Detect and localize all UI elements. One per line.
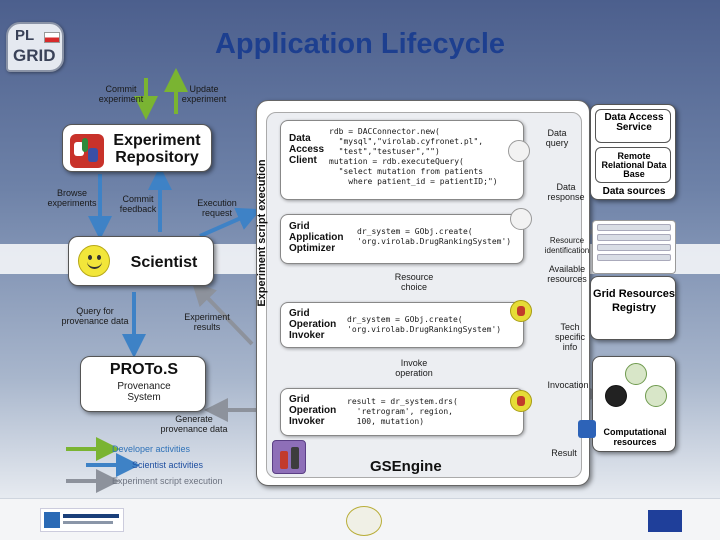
resource-node-icon [625, 363, 647, 385]
grid-resources-registry-box[interactable]: Grid Resources Registry [590, 276, 676, 340]
data-access-service-label: Data Access Service [604, 112, 664, 133]
code-line: "select mutation from patients [329, 167, 484, 176]
code-line: 'org.virolab.DrugRankingSystem') [357, 237, 512, 246]
stage-grid-operation-invoker[interactable]: Grid Operation Invoker dr_system = GObj.… [280, 302, 524, 348]
scientist-label: Scientist [130, 254, 198, 271]
eu-flag-logo [648, 510, 682, 532]
experiment-script-execution-label-wrapper: Experiment script execution [252, 118, 278, 348]
cyfronet-logo [346, 506, 382, 536]
label-data-query: Data query [545, 128, 569, 148]
grid-resources-registry-label: Grid Resources Registry [593, 288, 675, 314]
stage-title: Grid Operation Invoker [289, 308, 337, 341]
label-tech-specific-info: Tech specific info [554, 322, 585, 352]
label-result: Result [551, 448, 577, 458]
experiment-tools-icon [70, 134, 104, 168]
code-line: mutation = rdb.executeQuery( [329, 157, 464, 166]
execution-request-arrow [199, 207, 261, 238]
legend-scientist: Scientist activities [132, 460, 204, 470]
code-line: "mysql","virolab.cyfronet.pl", [329, 137, 484, 146]
label-generate-provenance: Generate provenance data [160, 414, 228, 434]
code-line: result = dr_system.drs( [347, 397, 458, 406]
optimizer-icon [510, 208, 532, 230]
experiment-results-arrow [191, 281, 254, 346]
stage-title: Grid Operation Invoker [289, 394, 337, 427]
innovative-economy-logo [40, 508, 124, 532]
data-sources-label: Data sources [602, 186, 666, 197]
code-line: dr_system = GObj.create( [357, 227, 473, 236]
data-client-icon [508, 140, 530, 162]
invoker-result-icon [510, 390, 532, 412]
code-line: 100, mutation) [347, 417, 425, 426]
code-line: "test","testuser","") [329, 147, 440, 156]
polish-flag-icon [44, 32, 60, 43]
code-line: 'retrogram', region, [347, 407, 453, 416]
label-invocation: Invocation [547, 380, 589, 390]
label-data-response: Data response [547, 182, 585, 202]
label-invoke-operation: Invoke operation [395, 358, 433, 378]
invoker-icon [510, 300, 532, 322]
resource-node-icon [645, 385, 667, 407]
label-commit-feedback: Commit feedback [119, 194, 157, 214]
gsengine-label: GSEngine [370, 458, 442, 475]
label-execution-request: Execution request [197, 198, 237, 218]
logo-text-top: PL [15, 27, 35, 44]
stage-title: Grid Application Optimizer [289, 221, 344, 254]
label-resource-identification: Resource identification [544, 236, 590, 255]
remote-db-label: Remote Relational Data Base [601, 151, 667, 179]
label-query-provenance: Query for provenance data [61, 306, 129, 326]
code-line: rdb = DACConnector.new( [329, 127, 440, 136]
remote-db-box[interactable]: Remote Relational Data Base [595, 147, 671, 183]
legend-execution: Experiment script execution [112, 476, 223, 486]
computational-resources-label: Computational resources [603, 427, 667, 447]
legend-developer: Developer activities [112, 444, 191, 454]
data-access-service-box[interactable]: Data Access Service [595, 109, 671, 143]
stage-grid-operation-invoker-result[interactable]: Grid Operation Invoker result = dr_syste… [280, 388, 524, 436]
protos-title: PROTo.S [109, 361, 179, 378]
data-sources-box[interactable]: Data Access Service Remote Relational Da… [590, 104, 676, 200]
label-experiment-results: Experiment results [184, 312, 230, 332]
experiment-repository-label: Experiment Repository [113, 132, 201, 166]
stage-data-access-client[interactable]: Data Access Client rdb = DACConnector.ne… [280, 120, 524, 200]
label-update-experiment: Update experiment [181, 84, 227, 104]
protos-box[interactable]: PROTo.S Provenance System [80, 356, 206, 412]
resource-list-thumbnail [592, 220, 676, 274]
gsengine-icon [272, 440, 306, 474]
code-line: 'org.virolab.DrugRankingSystem') [347, 325, 502, 334]
page-title: Application Lifecycle [214, 28, 506, 60]
label-browse-experiments: Browse experiments [47, 188, 97, 208]
logo-text-bottom: GRID [13, 46, 56, 65]
label-available-resources: Available resources [547, 264, 587, 284]
scientist-box[interactable]: Scientist [68, 236, 214, 286]
protos-subtitle: Provenance System [117, 381, 171, 403]
stage-title: Data Access Client [289, 133, 325, 166]
experiment-script-execution-label: Experiment script execution [256, 159, 268, 307]
label-resource-choice: Resource choice [394, 272, 434, 292]
stage-grid-application-optimizer[interactable]: Grid Application Optimizer dr_system = G… [280, 214, 524, 264]
computational-resources-box[interactable]: Computational resources [592, 356, 676, 452]
smiley-face-icon [78, 245, 110, 277]
code-line: dr_system = GObj.create( [347, 315, 463, 324]
plgrid-logo: PL GRID [6, 22, 64, 72]
resource-node-icon [605, 385, 627, 407]
lock-icon [578, 420, 596, 438]
label-commit-experiment: Commit experiment [98, 84, 144, 104]
code-line: where patient_id = patientID;") [329, 177, 498, 186]
